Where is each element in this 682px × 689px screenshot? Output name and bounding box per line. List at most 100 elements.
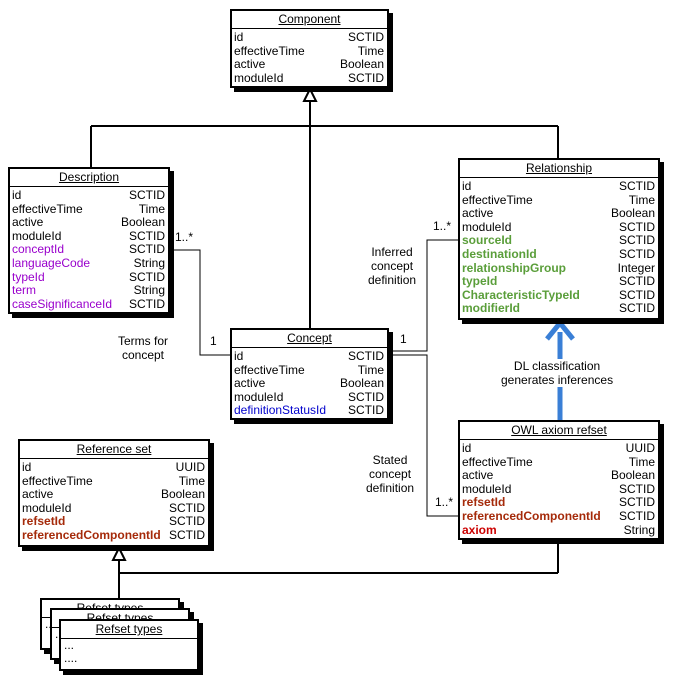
attribute-name: active <box>462 468 494 483</box>
attribute-type: SCTID <box>619 274 655 289</box>
attribute-type: Boolean <box>610 206 655 221</box>
stated-definition-line: concept <box>369 467 412 481</box>
attribute-type: SCTID <box>169 514 205 529</box>
attribute-type: Time <box>357 362 384 377</box>
concept-description-multiplicity-label: 1 <box>210 334 217 348</box>
attribute-name: conceptId <box>12 242 65 257</box>
inferred-definition-label: Inferred concept definition <box>368 245 416 287</box>
attribute-type: SCTID <box>169 500 205 515</box>
attribute-type: SCTID <box>129 269 165 284</box>
attribute-type: SCTID <box>129 242 165 257</box>
attribute-type: SCTID <box>348 389 384 404</box>
inferred-definition-line: concept <box>371 259 414 273</box>
attribute-row: moduleId SCTID <box>22 500 205 516</box>
terms-for-concept-line: concept <box>121 348 165 362</box>
component-title: Component <box>232 11 387 29</box>
description-concept-association <box>171 249 230 356</box>
relationship-multiplicity-label: 1..* <box>433 219 452 233</box>
inheritance-arrowhead-component <box>302 86 318 102</box>
attribute-type: Time <box>628 454 655 469</box>
dl-classification-label: DL classification generates inferences <box>501 359 614 387</box>
attribute-type: Boolean <box>160 487 205 502</box>
attribute-row: languageCode String <box>12 255 165 271</box>
attribute-name: effectiveTime <box>234 43 305 58</box>
terms-for-concept-line: Terms for <box>118 334 169 348</box>
attribute-type: SCTID <box>169 527 205 542</box>
inheritance-connector-component <box>90 101 559 328</box>
attribute-name: destinationId <box>462 246 537 261</box>
attribute-type: SCTID <box>129 296 165 311</box>
attribute-type: SCTID <box>348 403 384 418</box>
attribute-name: modifierId <box>462 301 521 316</box>
attribute-type: Boolean <box>339 376 384 391</box>
attribute-name: moduleId <box>234 389 284 404</box>
attribute-name: relationshipGroup <box>462 260 567 275</box>
attribute-name: id <box>462 441 472 455</box>
attribute-type: Time <box>178 473 205 488</box>
dl-classification-line: DL classification <box>513 359 601 373</box>
attribute-name: term <box>12 283 36 298</box>
attribute-name: effectiveTime <box>462 192 533 207</box>
attribute-name: id <box>234 30 244 44</box>
attribute-name: CharacteristicTypeId <box>462 287 580 302</box>
relationship-title: Relationship <box>460 160 658 178</box>
attribute-type: String <box>623 522 655 537</box>
attribute-type: Boolean <box>610 468 655 483</box>
attribute-type: Time <box>357 43 384 58</box>
attribute-name: id <box>234 349 244 363</box>
attribute-type: SCTID <box>619 287 655 302</box>
attribute-name: id <box>12 188 22 202</box>
attribute-row: typeId SCTID <box>12 269 165 285</box>
attribute-type: Integer <box>617 260 655 275</box>
description-multiplicity-label: 1..* <box>175 230 194 244</box>
reference-set-title: Reference set <box>20 441 208 459</box>
description-title: Description <box>10 169 168 187</box>
attribute-name: effectiveTime <box>22 473 93 488</box>
refset-types-title: Refset types <box>61 621 197 639</box>
terms-for-concept-label: Terms for concept <box>118 334 168 362</box>
attribute-name: active <box>22 487 54 502</box>
inferred-definition-line: Inferred <box>371 245 413 259</box>
refset-types-ellipsis: .... <box>64 664 78 678</box>
attribute-type: String <box>133 255 165 270</box>
attribute-type: SCTID <box>348 70 384 85</box>
refset-types-class-front[interactable]: Refset types ... .... .... <box>59 619 199 678</box>
inheritance-connector-refset <box>118 540 559 603</box>
attribute-name: typeId <box>12 269 45 284</box>
attribute-name: moduleId <box>22 500 72 515</box>
attribute-type: UUID <box>625 441 655 455</box>
attribute-row: relationshipGroup Integer <box>462 260 655 276</box>
attribute-name: languageCode <box>12 255 91 270</box>
attribute-type: SCTID <box>619 301 655 316</box>
owl-multiplicity-label: 1..* <box>435 495 454 509</box>
concept-title: Concept <box>232 330 387 348</box>
attribute-row: modifierId SCTID <box>462 302 655 316</box>
attribute-name: active <box>234 376 266 391</box>
